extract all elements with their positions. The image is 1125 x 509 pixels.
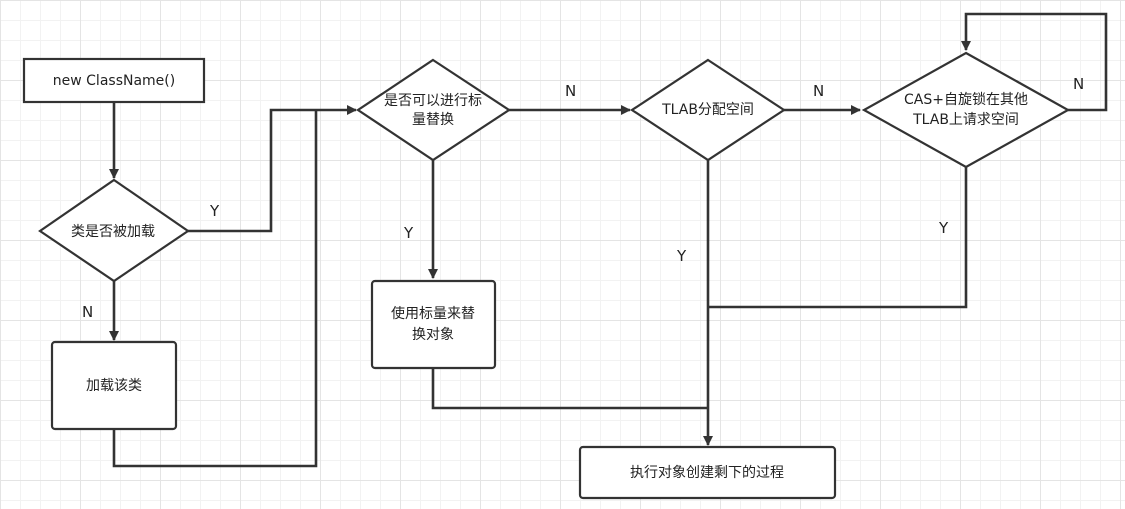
edge-labels: Y N N Y N Y N Y (82, 75, 1084, 321)
edges (109, 12, 1108, 468)
node-use-scalar-box (370, 279, 497, 370)
node-start[interactable]: new ClassName() (22, 57, 206, 104)
node-scalar-replace-label-line1: 是否可以进行标 (384, 93, 482, 109)
decision-diamond (356, 58, 512, 162)
node-finish-label: 执行对象创建剩下的过程 (630, 465, 784, 481)
node-cas-label-line2: TLAB上请求空间 (912, 112, 1019, 128)
node-use-scalar-label-line1: 使用标量来替 (391, 305, 475, 322)
label-loaded-no: N (82, 303, 93, 321)
node-tlab-alloc-label: TLAB分配空间 (661, 102, 754, 118)
decision-diamond (629, 58, 787, 162)
node-class-loaded-label: 类是否被加载 (71, 224, 155, 240)
node-scalar-replace-decision[interactable]: 是否可以进行标 量替换 (356, 58, 512, 162)
node-class-loaded-decision[interactable]: 类是否被加载 (38, 178, 190, 283)
edge-loaded-yes-to-scalar-check (188, 105, 357, 233)
label-loaded-yes: Y (209, 202, 220, 220)
edge-load-class-to-scalar-check (112, 110, 318, 468)
label-cas-no: N (1073, 75, 1084, 93)
node-finish[interactable]: 执行对象创建剩下的过程 (578, 445, 837, 500)
node-cas-label-line1: CAS+自旋锁在其他 (904, 92, 1028, 108)
node-finish-box (578, 445, 837, 500)
label-tlab-no: N (813, 82, 824, 100)
node-tlab-alloc[interactable]: TLAB分配空间 (629, 58, 787, 162)
node-use-scalar-label-line2: 换对象 (412, 326, 454, 343)
label-scalar-no: N (565, 82, 576, 100)
node-scalar-replace-label-line2: 量替换 (412, 111, 454, 128)
label-tlab-yes: Y (676, 247, 687, 265)
decision-diamond (861, 51, 1071, 169)
edge-cas-yes-to-merge (708, 167, 968, 309)
label-scalar-yes: Y (403, 224, 414, 242)
decision-diamond (38, 178, 190, 283)
node-use-scalar[interactable]: 使用标量来替 换对象 (370, 279, 497, 370)
node-load-class[interactable]: 加载该类 (50, 340, 178, 431)
node-start-label: new ClassName() (53, 73, 175, 89)
node-cas-decision[interactable]: CAS+自旋锁在其他 TLAB上请求空间 (861, 51, 1071, 169)
node-start-box (22, 57, 206, 104)
edge-cas-no-loop (961, 12, 1108, 112)
node-load-class-label: 加载该类 (86, 378, 142, 394)
edge-use-scalar-to-merge (431, 369, 708, 410)
node-load-class-box (50, 340, 178, 431)
label-cas-yes: Y (938, 219, 949, 237)
